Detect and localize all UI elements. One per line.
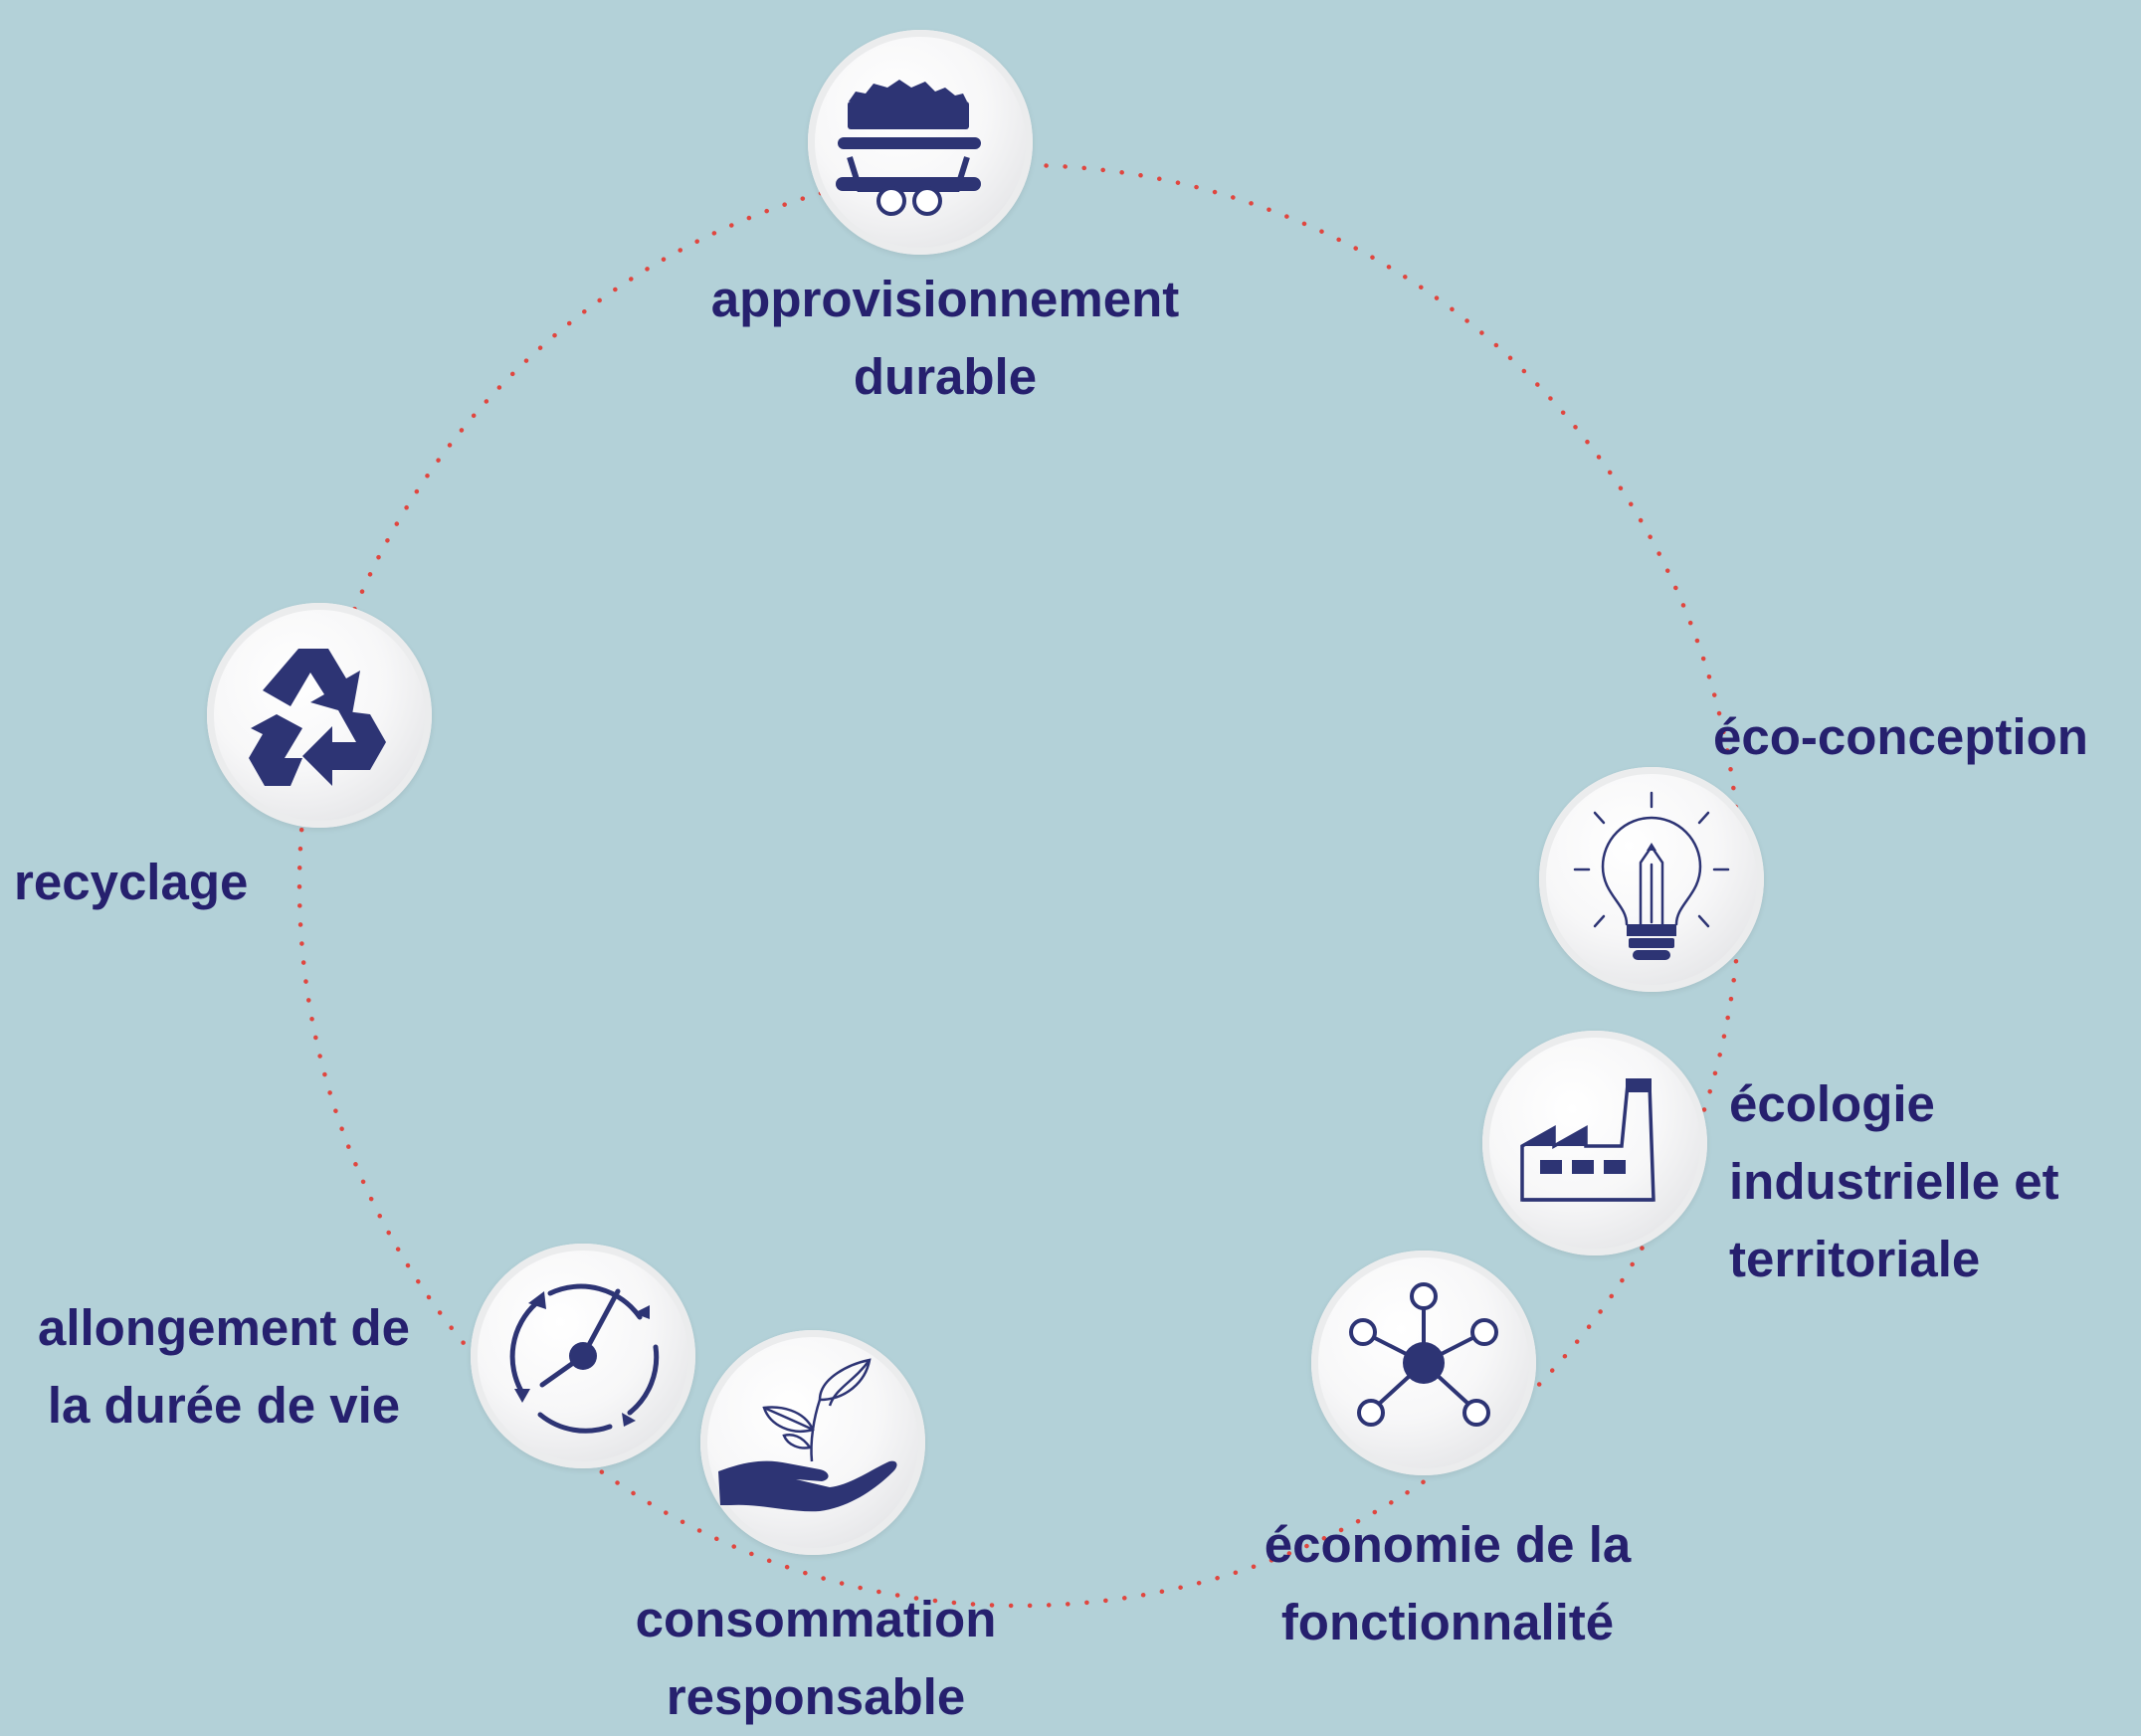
node-approvisionnement [808, 30, 1033, 255]
label-economie-fonctionnalite: économie de la fonctionnalité [1264, 1516, 1632, 1650]
node-allongement-duree-de-vie [471, 1244, 695, 1468]
hand-plant-icon [718, 1358, 897, 1512]
node-consommation-responsable [700, 1330, 925, 1555]
node-recyclage [207, 603, 432, 828]
lightbulb-pencil-icon [1573, 791, 1730, 960]
label-allongement-duree-de-vie: allongement de la durée de vie [37, 1299, 411, 1434]
label-consommation-responsable: consommation responsable [635, 1591, 997, 1725]
node-ecologie-industrielle [1482, 1031, 1707, 1255]
label-approvisionnement: approvisionnement durable [710, 271, 1180, 405]
label-recyclage: recyclage [14, 854, 249, 910]
node-eco-conception [1539, 767, 1764, 992]
factory-icon [1520, 1078, 1655, 1202]
clock-cycle-icon [509, 1283, 660, 1434]
recycle-icon [249, 649, 386, 786]
network-icon [1349, 1282, 1498, 1427]
mine-cart-icon [836, 80, 981, 216]
node-economie-fonctionnalite [1311, 1251, 1536, 1475]
label-ecologie-industrielle: écologie industrielle et territoriale [1729, 1075, 2059, 1287]
label-eco-conception: éco-conception [1713, 708, 2088, 765]
